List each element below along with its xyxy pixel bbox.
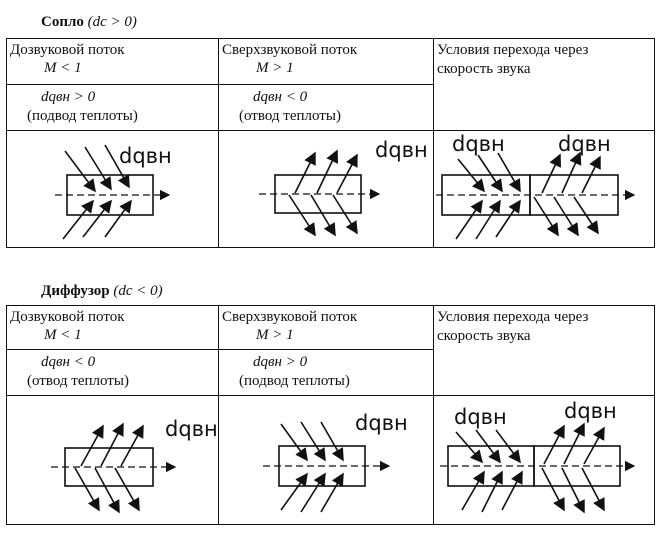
nozzle-col3-diagram-cell: dqвн dqвн — [433, 130, 655, 248]
nozzle-col1-diagram-cell: dqвн — [6, 130, 219, 248]
nozzle-col3-header-cell: Условия перехода через скорость звука — [433, 38, 655, 131]
nozzle-col1-diagram: dqвн — [55, 144, 172, 240]
diffuser-col2-mach: M > 1 — [256, 327, 294, 343]
heat-label: dqвн — [165, 417, 218, 441]
diffuser-header-row: Дозвуковой поток M < 1 Сверхзвуковой пот… — [6, 305, 655, 396]
nozzle-condition: (dc > 0) — [87, 14, 137, 30]
heat-flux-arrows-right — [541, 422, 605, 514]
nozzle-diagram-row: dqвн dqвн — [6, 130, 655, 248]
heat-flux-arrows-right — [533, 151, 601, 237]
diffuser-col2-diagram-cell: dqвн — [218, 395, 434, 525]
diffuser-col1-diagram: dqвн — [51, 417, 218, 514]
diffuser-col3-header-cell: Условия перехода через скорость звука — [433, 305, 655, 396]
diffuser-col3-diagram-cell: dqвн dqвн — [433, 395, 655, 525]
nozzle-col1-heat: dqвн > 0 — [41, 89, 96, 105]
nozzle-col1-heat-cell: dqвн > 0 (подвод теплоты) — [6, 84, 219, 131]
nozzle-col2-header-cell: Сверхзвуковой поток M > 1 — [218, 38, 434, 85]
diffuser-col3-header-line1: Условия перехода через — [437, 309, 589, 325]
heat-label-left: dqвн — [452, 132, 505, 156]
diffuser-col2-note: (подвод теплоты) — [239, 373, 350, 389]
heat-flux-arrows — [62, 144, 132, 240]
diffuser-diagram-row: dqвн dqвн — [6, 395, 655, 525]
nozzle-col1-header: Дозвуковой поток — [10, 42, 125, 58]
diffuser-col2-heat-cell: dqвн > 0 (подвод теплоты) — [218, 349, 434, 396]
heat-flux-arrows-left — [455, 152, 521, 240]
nozzle-col1-note: (подвод теплоты) — [27, 108, 138, 124]
diffuser-col1-mach: M < 1 — [44, 327, 82, 343]
diffuser-col1-heat-cell: dqвн < 0 (отвод теплоты) — [6, 349, 219, 396]
nozzle-col2-diagram: dqвн — [259, 138, 428, 237]
diffuser-col1-header-cell: Дозвуковой поток M < 1 — [6, 305, 219, 350]
diffuser-col1-heat: dqвн < 0 — [41, 354, 96, 370]
nozzle-col1-mach: M < 1 — [44, 60, 82, 76]
nozzle-title: Сопло — [41, 14, 84, 30]
nozzle-header-row: Дозвуковой поток M < 1 Сверхзвуковой пот… — [6, 38, 655, 131]
heat-label-left: dqвн — [454, 405, 507, 429]
diffuser-col2-header-cell: Сверхзвуковой поток M > 1 — [218, 305, 434, 350]
heat-label: dqвн — [375, 138, 428, 162]
nozzle-col1-header-cell: Дозвуковой поток M < 1 — [6, 38, 219, 85]
nozzle-caption: Сопло (dc > 0) — [41, 14, 137, 31]
diffuser-col1-note: (отвод теплоты) — [27, 373, 129, 389]
diffuser-caption: Диффузор (dc < 0) — [41, 283, 163, 300]
heat-flux-arrows — [280, 421, 344, 513]
diffuser-col1-diagram-cell: dqвн — [6, 395, 219, 525]
nozzle-col2-mach: M > 1 — [256, 60, 294, 76]
nozzle-col2-heat: dqвн < 0 — [253, 89, 308, 105]
heat-label-right: dqвн — [558, 132, 611, 156]
diffuser-col1-header: Дозвуковой поток — [10, 309, 125, 325]
diffuser-col3-header-line2: скорость звука — [437, 328, 531, 344]
nozzle-col3-diagram: dqвн dqвн — [436, 132, 636, 240]
heat-flux-arrows-left — [455, 429, 523, 513]
nozzle-col2-header: Сверхзвуковой поток — [222, 42, 358, 58]
nozzle-col2-diagram-cell: dqвн — [218, 130, 434, 248]
diffuser-condition: (dc < 0) — [113, 283, 163, 299]
diffuser-title: Диффузор — [41, 283, 110, 299]
heat-label: dqвн — [119, 144, 172, 168]
heat-label: dqвн — [355, 411, 408, 435]
diffuser-table: Дозвуковой поток M < 1 Сверхзвуковой пот… — [6, 305, 655, 525]
nozzle-col3-header-line1: Условия перехода через — [437, 42, 589, 58]
heat-label-right: dqвн — [564, 399, 617, 423]
heat-flux-arrows — [288, 149, 358, 237]
diffuser-col2-header: Сверхзвуковой поток — [222, 309, 358, 325]
nozzle-table: Дозвуковой поток M < 1 Сверхзвуковой пот… — [6, 38, 655, 248]
nozzle-col2-heat-cell: dqвн < 0 (отвод теплоты) — [218, 84, 434, 131]
nozzle-col3-header-line2: скорость звука — [437, 61, 531, 77]
nozzle-col2-note: (отвод теплоты) — [239, 108, 341, 124]
diffuser-col3-diagram: dqвн dqвн — [440, 399, 636, 514]
heat-flux-arrows — [74, 422, 144, 514]
diffuser-heat-row: dqвн < 0 (отвод теплоты) dqвн > 0 (подво… — [6, 349, 655, 396]
nozzle-heat-row: dqвн > 0 (подвод теплоты) dqвн < 0 (отво… — [6, 84, 655, 131]
diffuser-col2-heat: dqвн > 0 — [253, 354, 308, 370]
diffuser-col2-diagram: dqвн — [263, 411, 408, 513]
